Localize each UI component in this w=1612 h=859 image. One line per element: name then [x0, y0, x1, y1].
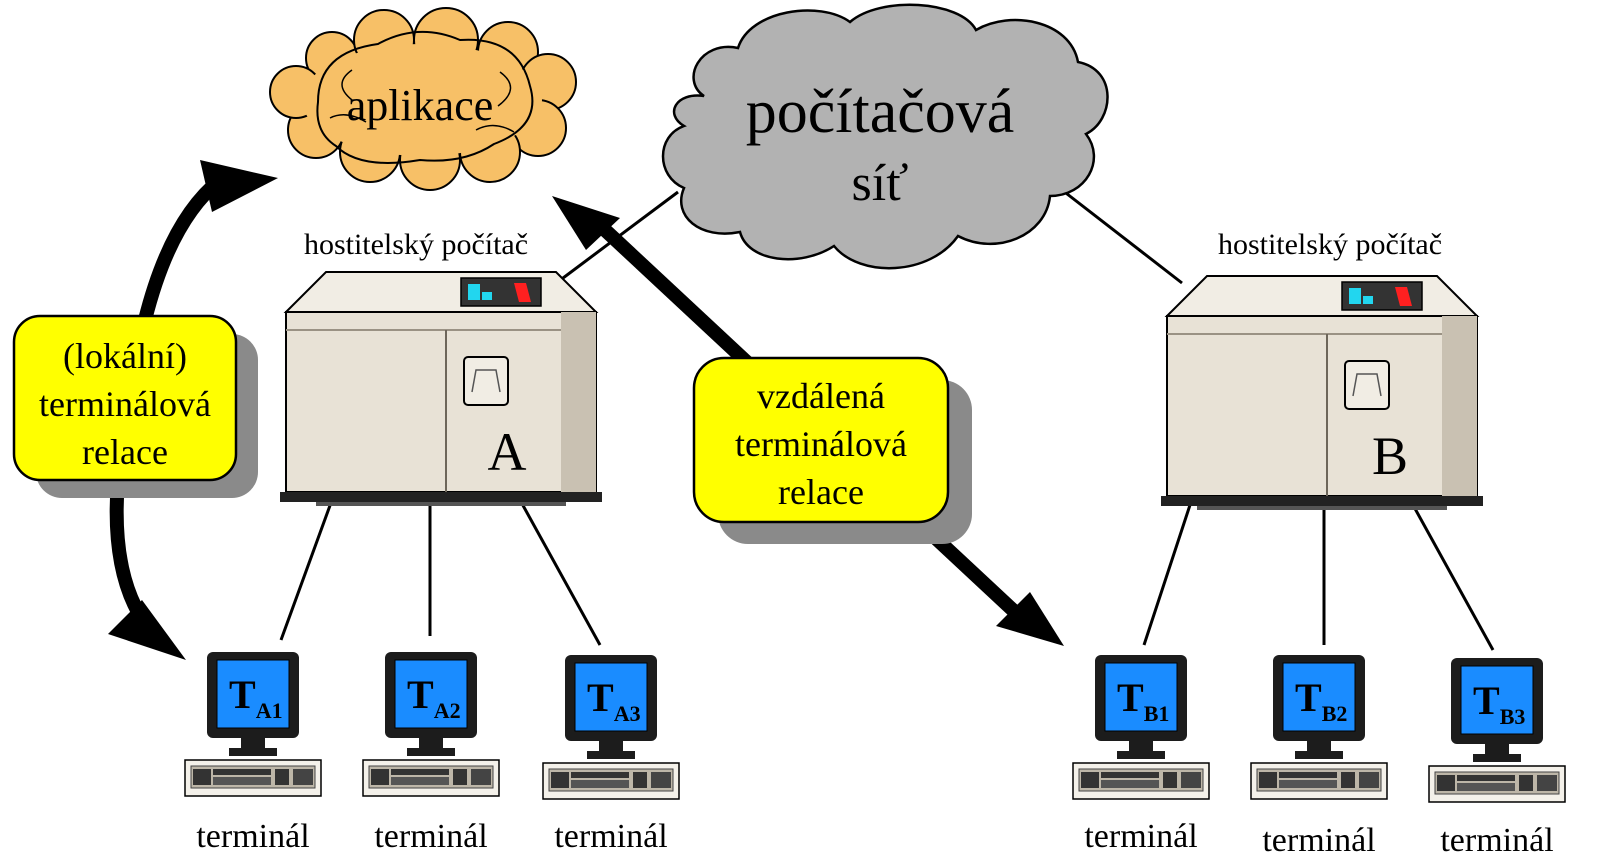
terminal-ta1: TA1 terminál — [184, 651, 322, 855]
link-a-ta3 — [518, 499, 602, 646]
terminal-tb3-subscript: B3 — [1500, 704, 1526, 729]
network-cloud-label-line1: počítačová — [746, 78, 1015, 146]
terminal-ta3-letter: T — [587, 675, 614, 720]
terminal-ta3-subscript: A3 — [614, 701, 641, 726]
terminal-tb2-subscript: B2 — [1322, 701, 1348, 726]
terminal-ta3-label: terminál — [554, 818, 667, 855]
terminal-tb1-letter: T — [1117, 675, 1144, 720]
remote-session-line1: vzdálená — [757, 376, 885, 416]
network-cloud-label-line2: síť — [852, 155, 909, 212]
terminal-tb3: TB3 terminál — [1428, 657, 1566, 859]
terminal-tb1: TB1 terminál — [1072, 654, 1210, 855]
host-computer-a: hostitelský počítač A — [279, 228, 603, 507]
svg-text:TB3: TB3 — [1473, 678, 1525, 729]
remote-arrow-head-top — [552, 196, 620, 250]
svg-text:TA1: TA1 — [229, 672, 283, 723]
local-arrow-head-top — [200, 160, 278, 212]
remote-session-line3: relace — [778, 472, 864, 512]
terminal-tb2-letter: T — [1295, 675, 1322, 720]
remote-session-callout: vzdálená terminálová relace — [692, 356, 972, 544]
link-network-host-b — [1061, 188, 1183, 285]
remote-arrow-head-bottom — [996, 592, 1064, 646]
application-cloud: aplikace — [269, 7, 577, 191]
terminal-tb1-subscript: B1 — [1144, 701, 1170, 726]
network-cloud: počítačová síť — [661, 3, 1109, 270]
local-session-line2: terminálová — [39, 384, 211, 424]
network-links — [279, 188, 1495, 651]
host-b-letter: B — [1372, 426, 1408, 486]
terminal-tb2: TB2 terminál — [1250, 654, 1388, 859]
host-a-caption: hostitelský počítač — [304, 228, 528, 261]
application-cloud-label: aplikace — [347, 81, 494, 130]
svg-text:TB1: TB1 — [1117, 675, 1169, 726]
terminal-tb1-label: terminál — [1084, 818, 1197, 855]
local-session-arrow — [108, 160, 278, 660]
local-session-callout: (lokální) terminálová relace — [12, 314, 258, 498]
terminal-ta2-label: terminál — [374, 818, 487, 855]
terminal-ta3: TA3 terminál — [542, 654, 680, 855]
local-arrow-head-bottom — [108, 600, 186, 660]
terminal-ta2-subscript: A2 — [434, 698, 461, 723]
svg-text:TA3: TA3 — [587, 675, 641, 726]
local-session-line3: relace — [82, 432, 168, 472]
local-session-line1: (lokální) — [63, 336, 187, 376]
svg-text:TA2: TA2 — [407, 672, 461, 723]
terminal-ta1-label: terminál — [196, 818, 309, 855]
remote-session-line2: terminálová — [735, 424, 907, 464]
terminal-tb3-label: terminál — [1440, 822, 1553, 859]
link-b-tb3 — [1411, 504, 1495, 651]
terminal-ta1-subscript: A1 — [256, 698, 283, 723]
terminal-tb3-letter: T — [1473, 678, 1500, 723]
svg-text:TB2: TB2 — [1295, 675, 1347, 726]
terminal-ta2-letter: T — [407, 672, 434, 717]
link-a-ta1 — [279, 499, 334, 641]
terminal-tb2-label: terminál — [1262, 822, 1375, 859]
host-b-caption: hostitelský počítač — [1218, 228, 1442, 261]
link-b-tb1 — [1142, 504, 1192, 646]
terminal-ta2: TA2 terminál — [362, 651, 500, 855]
host-computer-b: hostitelský počítač B — [1160, 228, 1484, 511]
host-a-letter: A — [488, 422, 527, 482]
terminal-ta1-letter: T — [229, 672, 256, 717]
